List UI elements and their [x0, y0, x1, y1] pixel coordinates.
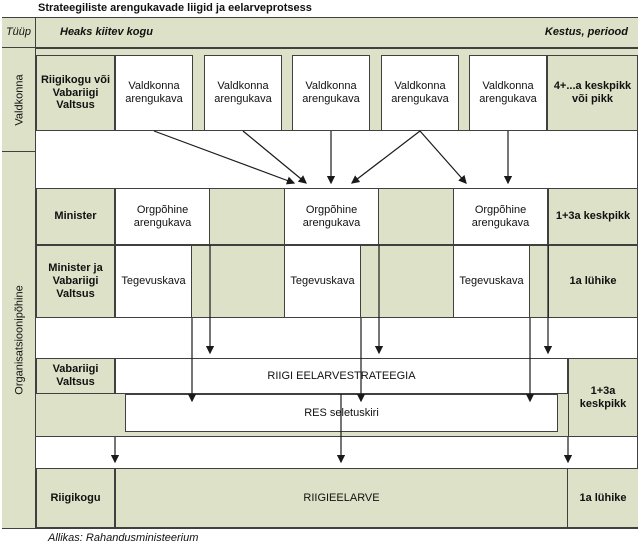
tegevuskava-box: Tegevuskava	[115, 245, 192, 318]
axis-label-valdkonna-wrap: Valdkonna	[3, 48, 36, 151]
axis-label-valdkonna: Valdkonna	[13, 73, 26, 126]
tegevuskava-duration-cell: 1a lühike	[548, 245, 638, 318]
type-axis-divider	[2, 151, 36, 152]
axis-label-organisatsioonipohine-wrap: Organisatsioonipõhine	[3, 151, 36, 528]
approver-header-cell: Heaks kiitev kogu	[60, 26, 153, 39]
budget-duration-cell: 1a lühike	[579, 491, 627, 504]
strategy-duration-cell: 1+3a keskpikk	[568, 358, 638, 437]
budget-band	[36, 468, 638, 528]
type-axis-column	[2, 48, 36, 528]
riigi-eelarvestrateegia-box: RIIGI EELARVESTRATEEGIA	[115, 358, 568, 394]
valdkonna-plan-box: Valdkonna arengukava	[115, 55, 193, 131]
type-header-cell: Tüüp	[2, 17, 36, 48]
diagram-title: Strateegiliste arengukavade liigid ja ee…	[38, 2, 312, 14]
orgpohine-plan-box: Orgpõhine arengukava	[284, 188, 379, 245]
axis-label-organisatsioonipohine: Organisatsioonipõhine	[13, 284, 26, 395]
budget-approver-cell: Riigikogu	[36, 468, 115, 528]
orgpohine-plan-box: Orgpõhine arengukava	[453, 188, 548, 245]
source-note: Allikas: Rahandusministeerium	[48, 532, 199, 544]
strategy-approver-cell: Vabariigi Valtsus	[36, 358, 115, 394]
valdkonna-plan-box: Valdkonna arengukava	[469, 55, 547, 131]
minister-approver-cell: Minister	[36, 188, 115, 245]
minister-duration-cell: 1+3a keskpikk	[548, 188, 638, 245]
valdkonna-duration-cell: 4+...a keskpikk või pikk	[547, 55, 638, 131]
tegevuskava-approver-cell: Minister ja Vabariigi Valtsus	[36, 245, 115, 318]
valdkonna-plan-box: Valdkonna arengukava	[381, 55, 459, 131]
duration-header-cell: Kestus, periood	[544, 26, 628, 39]
tegevuskava-box: Tegevuskava	[284, 245, 361, 318]
riigieelarve-cell: RIIGIEELARVE	[115, 468, 568, 528]
valdkonna-approver-cell: Riigikogu või Vabariigi Valtsus	[36, 55, 115, 131]
orgpohine-plan-box: Orgpõhine arengukava	[115, 188, 210, 245]
valdkonna-plan-box: Valdkonna arengukava	[292, 55, 370, 131]
header-row	[2, 17, 638, 48]
valdkonna-plan-box: Valdkonna arengukava	[204, 55, 282, 131]
res-seletuskiri-box: RES seletuskiri	[125, 394, 558, 432]
tegevuskava-box: Tegevuskava	[453, 245, 530, 318]
